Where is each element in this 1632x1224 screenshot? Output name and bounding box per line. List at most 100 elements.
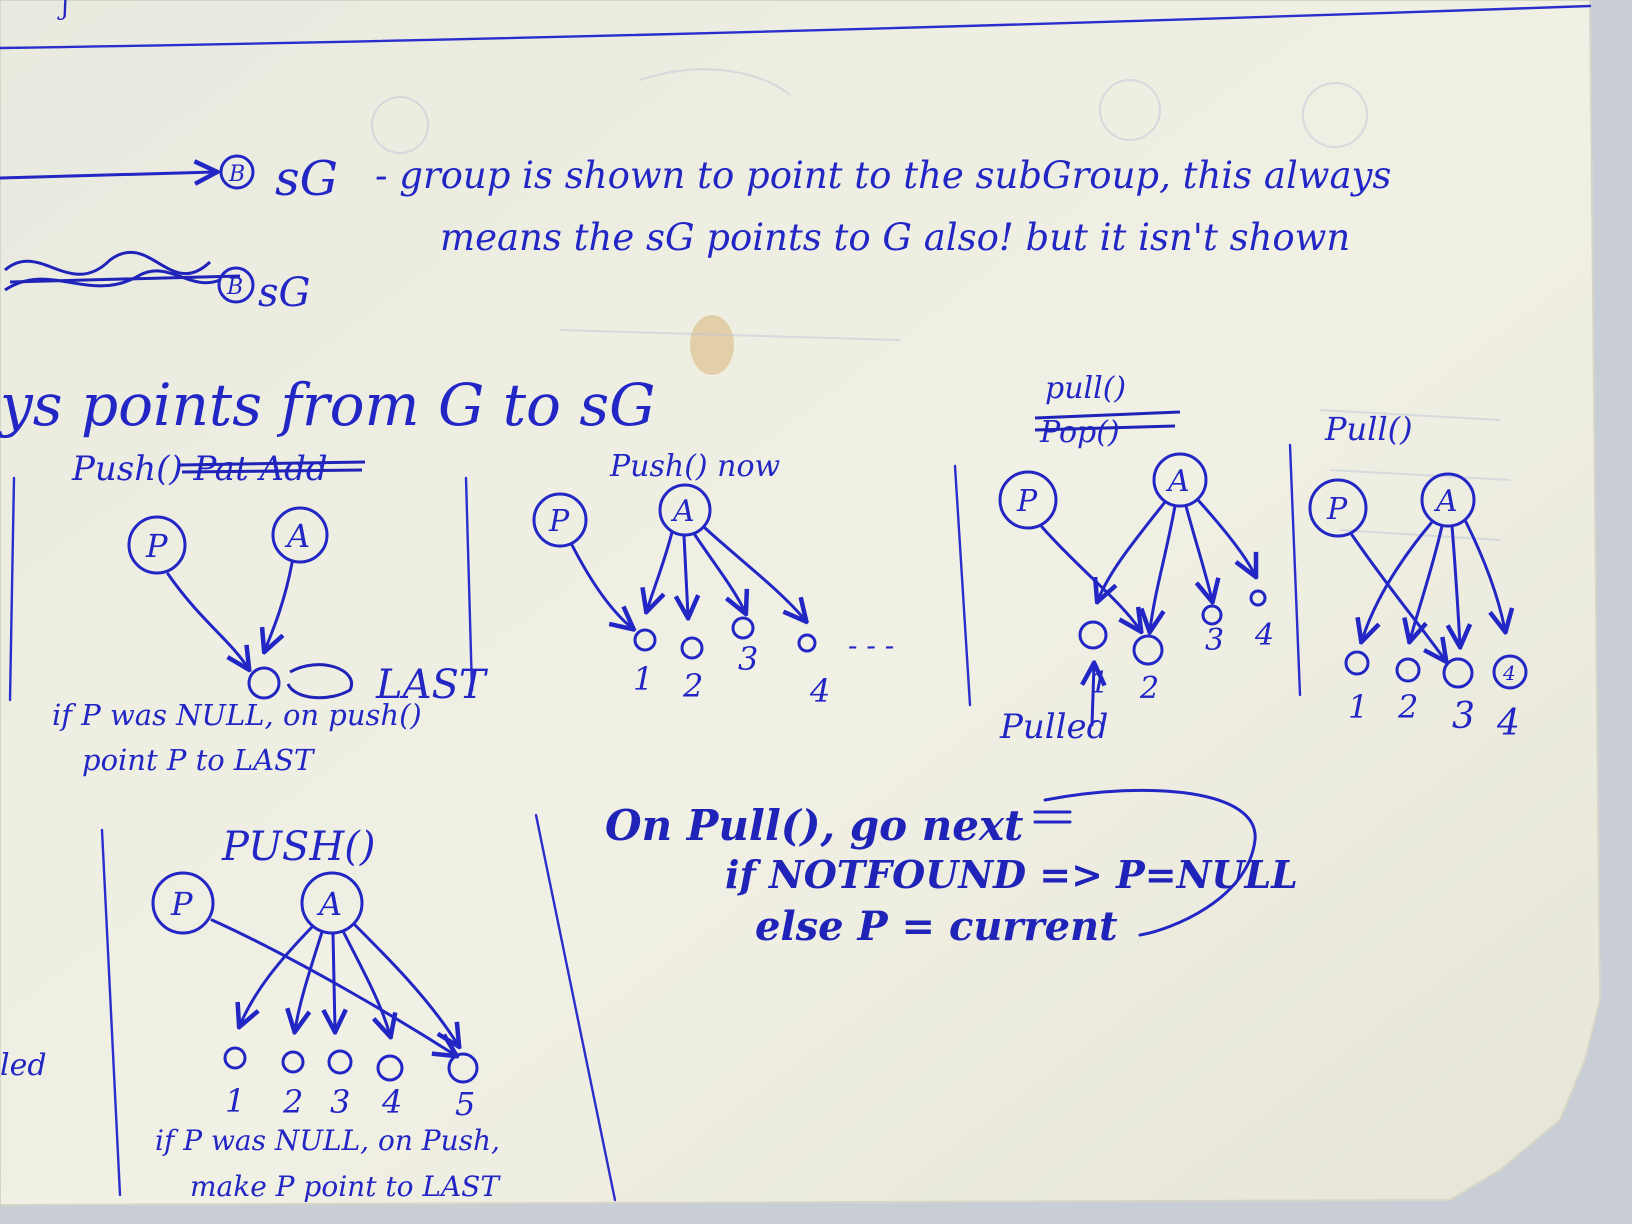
num-1: 1 — [1348, 688, 1368, 726]
list-node-circled — [1492, 654, 1528, 690]
arrow-p-to-last — [166, 572, 248, 668]
struck-node-b-label: B — [226, 275, 243, 300]
divider-p1 — [464, 476, 474, 692]
num-4: 4 — [1496, 703, 1520, 744]
node-a — [271, 506, 329, 564]
arrow-a-to-last — [265, 561, 294, 650]
divider-p3 — [1288, 443, 1302, 697]
struck-sg-label: sG — [258, 270, 310, 316]
list-node — [731, 616, 755, 640]
list-node — [797, 633, 817, 653]
num-3: 3 — [738, 640, 758, 678]
header-note-line2: means the sG points to G also! but it is… — [440, 216, 1350, 259]
node-a — [1152, 452, 1208, 508]
panel2-heading: Push() now — [609, 449, 781, 484]
panel3-heading: pull() — [1045, 371, 1126, 406]
title-line: ys points from G to sG — [0, 371, 656, 439]
panel-push-final: led PUSH() P A 1 2 3 4 5 if P was NULL, … — [0, 813, 617, 1203]
arrow-a-to-4 — [1196, 498, 1255, 575]
num-2: 2 — [282, 1083, 303, 1121]
num-3: 3 — [330, 1083, 350, 1121]
node-a-label: A — [316, 885, 342, 923]
pulled-arrow — [1092, 665, 1094, 727]
node-b-label: B — [228, 162, 245, 187]
panel1-heading: Push() Pat Add — [71, 449, 328, 489]
arrow-a-to-3 — [693, 533, 745, 612]
rule-line1: On Pull(), go next — [605, 801, 1023, 850]
last-label: LAST — [375, 662, 489, 708]
top-rule-line — [0, 4, 1592, 50]
num-1: 1 — [225, 1082, 245, 1120]
num-3: 3 — [1452, 696, 1475, 737]
pull-rule-note: On Pull(), go next if NOTFOUND => P=NULL… — [605, 788, 1298, 950]
node-p-label: P — [170, 885, 193, 923]
arrow-a-to-5 — [353, 923, 458, 1045]
arrow-p-to-3 — [1350, 533, 1445, 660]
arrow-a-to-2 — [1410, 524, 1444, 640]
arrow-a-to-1 — [647, 530, 674, 610]
num-2: 2 — [1397, 688, 1418, 726]
arrow-a-to-3 — [333, 931, 335, 1030]
panel3-heading-struck: Pop() — [1039, 415, 1120, 450]
divider-p5-left — [100, 828, 122, 1197]
panel-pull-2: Pull() P A 4 1 2 3 4 — [1308, 410, 1528, 744]
callout-loop — [1043, 788, 1257, 937]
arrow-a-to-1 — [1362, 520, 1434, 640]
node-p — [998, 470, 1058, 530]
arrow-a-to-4 — [1463, 518, 1505, 630]
last-node — [247, 666, 281, 700]
node-p-label: P — [1016, 484, 1038, 519]
list-node — [223, 1046, 247, 1070]
num-2: 2 — [1139, 671, 1159, 706]
arrow-a-to-3 — [1452, 524, 1460, 645]
arrow-a-to-1 — [240, 925, 314, 1025]
arrow-to-b — [0, 172, 215, 178]
node-a-label: A — [284, 517, 310, 555]
node-a-label: A — [1433, 484, 1458, 519]
divider-p2 — [953, 464, 972, 707]
panel1-note-line2: point P to LAST — [82, 743, 316, 777]
node-p — [1308, 478, 1368, 538]
list-node — [1078, 620, 1108, 650]
panel1-note-line1: if P was NULL, on push() — [52, 698, 422, 732]
list-node — [680, 636, 704, 660]
pulled-label: Pulled — [999, 707, 1108, 747]
left-fragment: led — [0, 1048, 47, 1083]
node-a — [1420, 472, 1476, 528]
double-arrow — [1033, 810, 1072, 824]
trail-dashes: - - - — [848, 629, 894, 662]
num-4: 4 — [381, 1083, 402, 1121]
node-a-label: A — [670, 494, 695, 529]
list-node — [1249, 589, 1267, 607]
header-note-line1: - group is shown to point to the subGrou… — [375, 154, 1391, 197]
divider-left — [8, 476, 16, 702]
node-p — [532, 492, 588, 548]
divider-p5-right — [534, 813, 617, 1202]
node-p — [151, 871, 215, 935]
arrow-a-to-1 — [1098, 500, 1167, 600]
node-p — [127, 515, 187, 575]
panel-push-initial: Push() Pat Add P A LAST if P was NULL, o… — [8, 449, 489, 777]
list-node — [376, 1054, 404, 1082]
list-node — [1201, 604, 1223, 626]
list-node — [1395, 657, 1421, 683]
node-p-label: P — [548, 504, 570, 539]
node-p-label: P — [145, 527, 168, 565]
panel5-note-line1: if P was NULL, on Push, — [155, 1124, 500, 1157]
num-4: 4 — [809, 672, 830, 710]
list-node — [327, 1049, 353, 1075]
panel4-heading: Pull() — [1324, 410, 1413, 448]
list-node — [633, 628, 657, 652]
node-p-label: P — [1326, 492, 1348, 527]
struck-b-sg: B sG — [4, 250, 310, 316]
rule-line2: if NOTFOUND => P=NULL — [725, 852, 1298, 897]
list-node — [1442, 657, 1474, 689]
stain — [690, 315, 734, 375]
list-node — [281, 1050, 305, 1074]
header-notes: B sG - group is shown to point to the su… — [0, 151, 1391, 439]
arrow-a-to-2 — [684, 534, 688, 616]
num-4: 4 — [1254, 618, 1274, 653]
list-node — [1132, 634, 1164, 666]
num-2: 2 — [682, 667, 703, 705]
